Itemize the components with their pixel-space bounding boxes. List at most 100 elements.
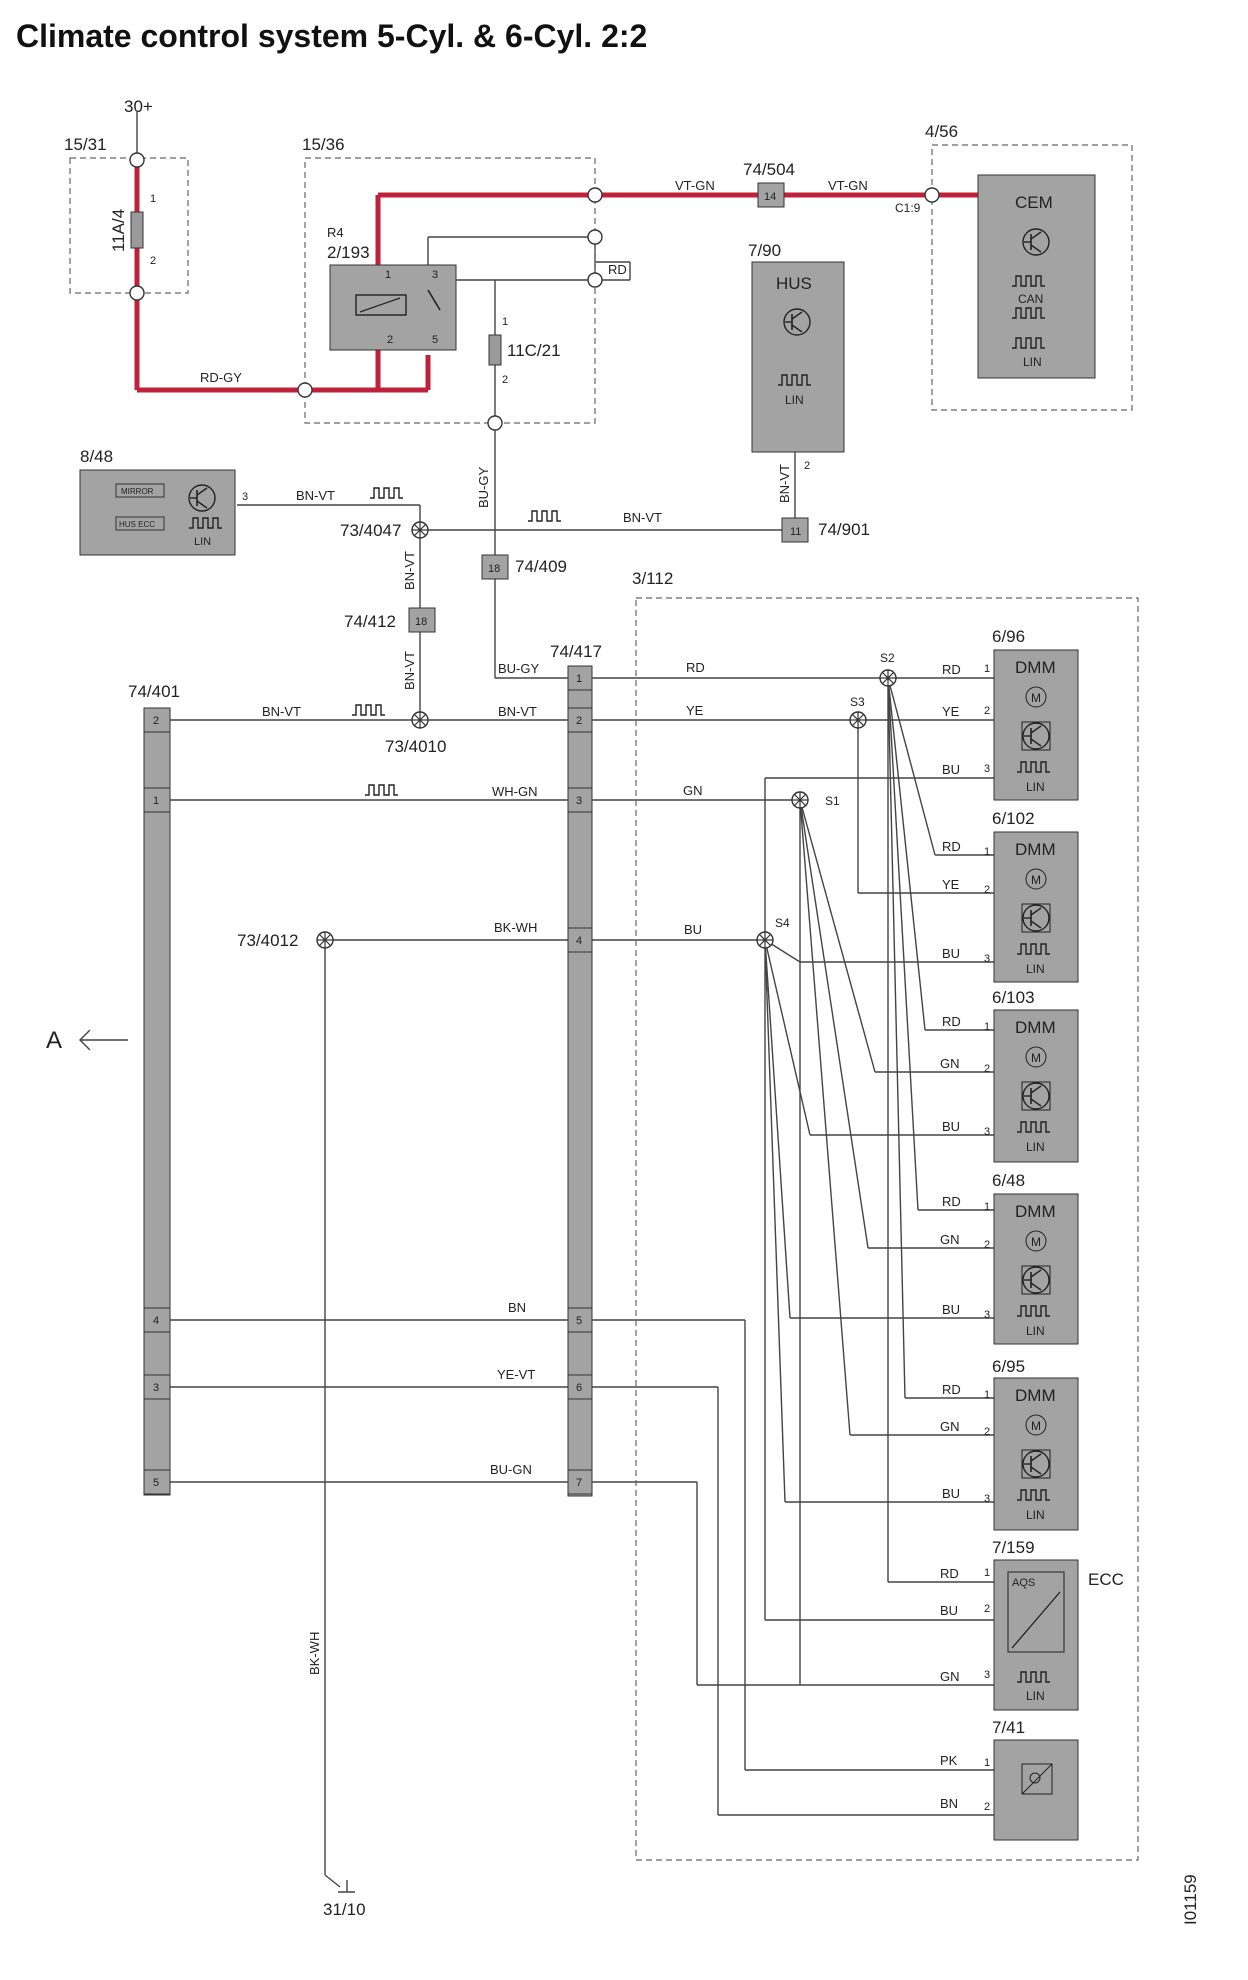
fuse-block-ref: 15/31 [64, 135, 107, 154]
terminals [129, 152, 940, 431]
dmm-lin-label: LIN [1026, 780, 1045, 794]
dmm-name: DMM [1015, 1202, 1056, 1221]
dmm-pin-3: 3 [984, 953, 990, 965]
dmm-pin-1: 1 [984, 1021, 990, 1033]
svg-text:M: M [1031, 1051, 1041, 1065]
dmm-name: DMM [1015, 1386, 1056, 1405]
c401-pin-4: 4 [153, 1315, 159, 1327]
relay-pin-5: 5 [432, 334, 438, 346]
dmm-wire-3: BU [942, 762, 960, 777]
wire-bn-vt-mirror: BN-VT [296, 488, 335, 503]
wire-bn-vt-v2: BN-VT [402, 651, 417, 690]
dmm-wire-2: YE [942, 704, 960, 719]
supply-label: 30+ [124, 97, 153, 116]
dmm-ref: 6/102 [992, 809, 1035, 828]
hus-module: 7/90 HUS LIN 2 [748, 241, 845, 472]
ecc-ref: 7/159 [992, 1538, 1035, 1557]
dmm-pin-3: 3 [984, 1493, 990, 1505]
dmm-pin-3: 3 [984, 1126, 990, 1138]
cem-pin: C1:9 [895, 201, 921, 215]
dmm-6-96: 6/96 DMM M LIN RD YE BU 1 2 3 [942, 627, 1079, 801]
cem-can-label: CAN [1018, 292, 1043, 306]
ecc-lin-label: LIN [1026, 1689, 1045, 1703]
dmm-wire-3: BU [942, 946, 960, 961]
ecc-name: ECC [1088, 1570, 1124, 1589]
svg-text:M: M [1031, 873, 1041, 887]
fuse-11c-pin2: 2 [502, 374, 508, 386]
fuse-11c-label: 11C/21 [507, 341, 561, 360]
dmm-ref: 6/95 [992, 1357, 1025, 1376]
wire-bn-vt-401: BN-VT [262, 704, 301, 719]
fuse-pin-1: 1 [150, 193, 156, 205]
fuse-block: 15/31 1 2 11A/4 [64, 135, 156, 267]
dmm-wire-1: RD [942, 1014, 961, 1029]
connector-74-409: 18 74/409 [481, 554, 567, 580]
c401-pin-3: 3 [153, 1382, 159, 1394]
splices: 73/4047 73/4010 73/4012 S2 S3 S1 S4 [237, 521, 897, 950]
connector-74-417-ref: 74/417 [550, 642, 602, 661]
dmm-pin-1: 1 [984, 1201, 990, 1213]
c401-pin-1: 1 [153, 795, 159, 807]
cem-module: 4/56 CEM CAN LIN C1:9 [895, 122, 1096, 379]
dmm-6-48: 6/48 DMM M LIN RD GN BU 1 2 3 [940, 1171, 1079, 1345]
relay-coil [355, 294, 407, 316]
dmm-lin-label: LIN [1026, 962, 1045, 976]
connector-74-401-ref: 74/401 [128, 682, 180, 701]
c401-pin-5: 5 [153, 1477, 159, 1489]
dmm-pin-2: 2 [984, 705, 990, 717]
wire-vt-gn-b: VT-GN [828, 178, 868, 193]
dmm-wire-1: RD [942, 1194, 961, 1209]
dmm-pin-1: 1 [984, 1389, 990, 1401]
c417-pin-6: 6 [576, 1382, 582, 1394]
dmm-pin-1: 1 [984, 846, 990, 858]
dmm-pin-3: 3 [984, 763, 990, 775]
mirror-label: MIRROR [121, 487, 154, 496]
relay-pin-2: 2 [387, 334, 393, 346]
dmm-pin-2: 2 [984, 1239, 990, 1251]
connector-74-504-pin: 14 [764, 191, 776, 203]
dmm-name: DMM [1015, 658, 1056, 677]
dmm-6-95: 6/95 DMM M LIN RD GN BU 1 2 3 [940, 1357, 1079, 1531]
ground-symbol: 31/10 [323, 1874, 366, 1919]
connector-74-901: 11 74/901 [781, 517, 870, 543]
splice-s1-label: S1 [825, 794, 840, 808]
ecc-pin-3: 3 [984, 1669, 990, 1681]
relay-pin-1: 1 [385, 269, 391, 281]
hus-pin: 2 [804, 460, 810, 472]
cem-lin-label: LIN [1023, 355, 1042, 369]
splice-s2-label: S2 [880, 651, 895, 665]
dmm-wire-3: BU [942, 1119, 960, 1134]
ecc-pin-2: 2 [984, 1603, 990, 1615]
fuse-pin-2: 2 [150, 255, 156, 267]
dmm-pin-3: 3 [984, 1309, 990, 1321]
c417-pin-1: 1 [576, 673, 582, 685]
connector-74-409-ref: 74/409 [515, 557, 567, 576]
ecc-aqs-label: AQS [1012, 1577, 1035, 1589]
relay-block: 15/36 R4 2/193 1 3 2 5 1 2 11C/21 [302, 135, 561, 386]
sensor-7-41: 7/41 PK BN 1 2 [940, 1718, 1079, 1841]
ecc-wire-2: BU [940, 1603, 958, 1618]
c417-pin-4: 4 [576, 935, 582, 947]
dmm-wire-2: GN [940, 1232, 960, 1247]
wire-bk-wh-h: BK-WH [494, 920, 537, 935]
dmm-pin-2: 2 [984, 1063, 990, 1075]
document-id: I01159 [1181, 1874, 1200, 1925]
dmm-wire-1: RD [942, 662, 961, 677]
ecc-module: 7/159 ECC AQS LIN RD BU GN 1 2 3 [940, 1538, 1124, 1711]
sensor-wire-1: PK [940, 1753, 958, 1768]
dmm-wire-2: GN [940, 1056, 960, 1071]
wire-bk-wh-v: BK-WH [307, 1632, 322, 1675]
dmm-wire-2: GN [940, 1419, 960, 1434]
dmm-lin-label: LIN [1026, 1324, 1045, 1338]
dmm-name: DMM [1015, 1018, 1056, 1037]
c417-pin-2: 2 [576, 715, 582, 727]
wire-bn-vt-v1: BN-VT [402, 551, 417, 590]
hus-ref: 7/90 [748, 241, 781, 260]
dmm-pin-2: 2 [984, 884, 990, 896]
wire-wh-gn: WH-GN [492, 784, 538, 799]
fuse-label: 11A/4 [109, 209, 128, 252]
dmm-name: DMM [1015, 840, 1056, 859]
relay-box-border [304, 157, 596, 424]
connector-74-409-pin: 18 [488, 563, 500, 575]
dmm-6-102: 6/102 DMM M LIN RD YE BU 1 2 3 [942, 809, 1079, 983]
